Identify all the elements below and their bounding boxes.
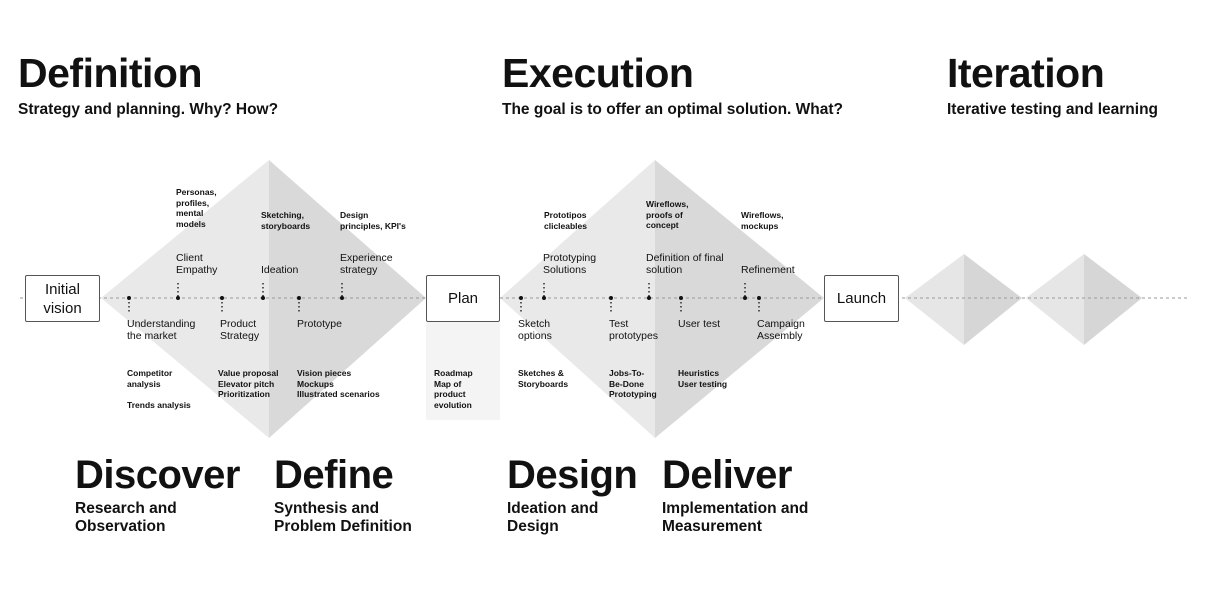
label-product-strategy: Product Strategy [220, 318, 260, 342]
phase-title-execution: Execution [502, 50, 694, 96]
phase-subtitle-iteration: Iterative testing and learning [947, 101, 1159, 118]
milestone-launch: Launch [824, 275, 899, 322]
note-wireflows-poc: Wireflows, proofs of concept [646, 199, 689, 230]
note-design-principles: Design principles, KPI's [340, 210, 406, 231]
label-refinement: Refinement [741, 264, 795, 276]
iteration-diamond-left-2 [1026, 254, 1084, 345]
label-test-prototypes: Test prototypes [609, 318, 659, 342]
stage-subtitle-deliver: Implementation and Measurement [662, 500, 809, 535]
stage-title-design: Design [507, 453, 638, 497]
note-wireflows-mockups: Wireflows, mockups [741, 210, 784, 231]
phase-subtitle-definition: Strategy and planning. Why? How? [18, 101, 279, 118]
note-competitor-analysis: Competitor analysis Trends analysis [127, 368, 191, 410]
plan-notes-panel [426, 322, 500, 420]
stage-subtitle-define: Synthesis and Problem Definition [274, 500, 412, 535]
timeline-dots [127, 296, 761, 300]
note-value-proposal: Value proposal Elevator pitch Prioritiza… [218, 368, 279, 399]
milestone-plan: Plan [426, 275, 500, 322]
note-personas: Personas, profiles, mental models [176, 187, 217, 229]
iteration-diamond-right-2 [1084, 254, 1142, 345]
define-diamond [269, 160, 426, 438]
design-diamond [500, 160, 655, 438]
note-heuristics: Heuristics User testing [678, 368, 728, 389]
note-vision-pieces: Vision pieces Mockups Illustrated scenar… [297, 368, 380, 399]
label-campaign-assembly: Campaign Assembly [757, 318, 805, 342]
label-client-empathy: Client Empathy [176, 252, 218, 276]
phase-title-iteration: Iteration [947, 50, 1105, 96]
milestone-initial-vision: Initial vision [25, 275, 100, 322]
stage-subtitle-design: Ideation and Design [507, 500, 599, 535]
stage-subtitle-discover: Research and Observation [75, 500, 177, 535]
discover-diamond [101, 160, 269, 438]
label-experience-strategy: Experience strategy [340, 252, 393, 276]
stage-title-deliver: Deliver [662, 453, 792, 497]
label-sketch-options: Sketch options [518, 318, 552, 342]
label-user-test: User test [678, 318, 721, 330]
stage-title-discover: Discover [75, 453, 240, 497]
note-sketching: Sketching, storyboards [261, 210, 311, 231]
label-definition-final-solution: Definition of final solution [646, 252, 724, 276]
plan-notes: Roadmap Map of product evolution [434, 368, 473, 410]
phase-subtitle-execution: The goal is to offer an optimal solution… [502, 101, 843, 118]
connector-ticks [128, 283, 760, 313]
iteration-diamond-left-1 [905, 254, 964, 345]
note-sketches-storyboards: Sketches & Storyboards [518, 368, 569, 389]
deliver-diamond [655, 160, 824, 438]
phase-title-definition: Definition [18, 50, 203, 96]
stage-title-define: Define [274, 453, 394, 497]
label-understanding-market: Understanding the market [127, 318, 196, 342]
label-prototype: Prototype [297, 318, 342, 330]
note-jobs-to-be-done: Jobs-To- Be-Done Prototyping [609, 368, 657, 399]
label-prototyping-solutions: Prototyping Solutions [543, 252, 597, 276]
iteration-diamond-right-1 [964, 254, 1022, 345]
label-ideation: Ideation [261, 264, 299, 276]
note-prototipos: Prototipos clicleables [544, 210, 588, 231]
